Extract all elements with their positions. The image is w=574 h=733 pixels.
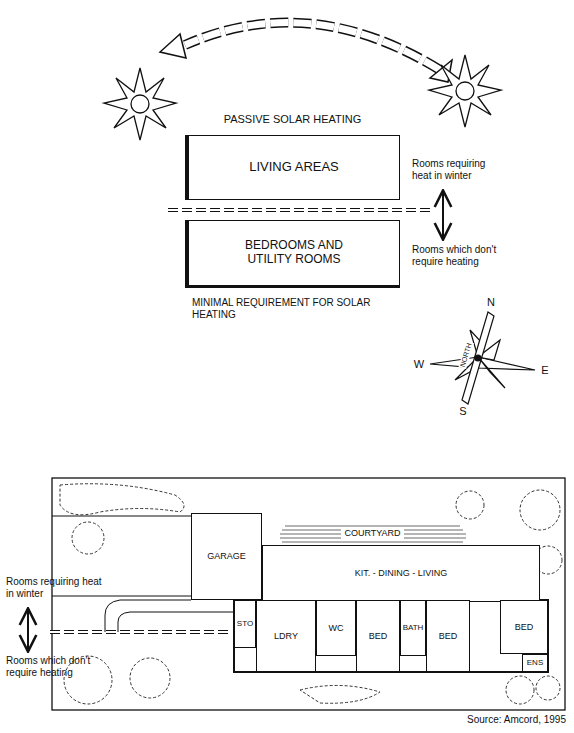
zone-note: Rooms requiring heat in winter — [412, 158, 504, 182]
room-label: BED — [369, 631, 388, 641]
room-box: STO — [234, 600, 256, 648]
compass-letter: N — [484, 296, 498, 309]
room-box: GARAGE — [191, 513, 262, 600]
room-label: LDRY — [274, 631, 298, 641]
room-box: BED — [500, 600, 548, 654]
room-label: WC — [329, 623, 344, 633]
room-label: BEDROOMS AND UTILITY ROOMS — [229, 239, 359, 267]
zone-note: Rooms which don't require heating — [6, 655, 102, 679]
sun-symbol — [429, 55, 501, 127]
room-box: LDRY — [256, 600, 316, 672]
compass-letter: E — [538, 364, 552, 377]
courtyard-hatching — [280, 526, 466, 542]
site-boundary — [52, 478, 565, 710]
heading-label: PASSIVE SOLAR HEATING — [185, 113, 400, 126]
room-box: BED — [426, 600, 470, 672]
room-label: LIVING AREAS — [249, 160, 339, 175]
room-box: KIT. - DINING - LIVING — [262, 545, 540, 602]
room-label: BED — [439, 631, 458, 641]
double-arrow — [442, 192, 444, 238]
room-box: WC — [316, 600, 356, 656]
sun-symbol — [104, 68, 176, 140]
zone-divider — [168, 208, 432, 212]
zone-divider — [50, 630, 232, 634]
compass-rose — [430, 312, 535, 404]
compass-letter: W — [411, 358, 427, 371]
room-label: KIT. - DINING - LIVING — [355, 568, 448, 578]
room-label: COURTYARD — [341, 528, 403, 538]
room-box: BATH — [400, 600, 426, 656]
zone-note: Rooms requiring heat in winter — [6, 576, 102, 600]
zone-note: Rooms which don't require heating — [412, 244, 504, 268]
source-note: Source: Amcord, 1995 — [400, 714, 566, 726]
room-box: ENS — [522, 654, 548, 672]
room-label: GARAGE — [207, 551, 246, 561]
room-label: ENS — [527, 658, 543, 667]
zone-divider — [168, 209, 432, 211]
bedroom-wing-wall — [234, 600, 548, 672]
sun-path-arc — [160, 23, 452, 82]
room-box: BED — [356, 600, 400, 672]
double-arrow — [27, 610, 29, 650]
heading-label: MINIMAL REQUIREMENT FOR SOLAR HEATING — [192, 297, 402, 321]
compass-letter: S — [456, 405, 470, 418]
room-box: BEDROOMS AND UTILITY ROOMS — [185, 220, 400, 288]
vegetation — [60, 484, 562, 704]
room-label: STO — [237, 619, 253, 628]
room-label: BATH — [403, 623, 424, 632]
room-label: BED — [515, 622, 534, 632]
courtyard-area: COURTYARD — [275, 522, 470, 545]
zone-divider — [50, 631, 232, 633]
room-box: LIVING AREAS — [185, 135, 400, 200]
